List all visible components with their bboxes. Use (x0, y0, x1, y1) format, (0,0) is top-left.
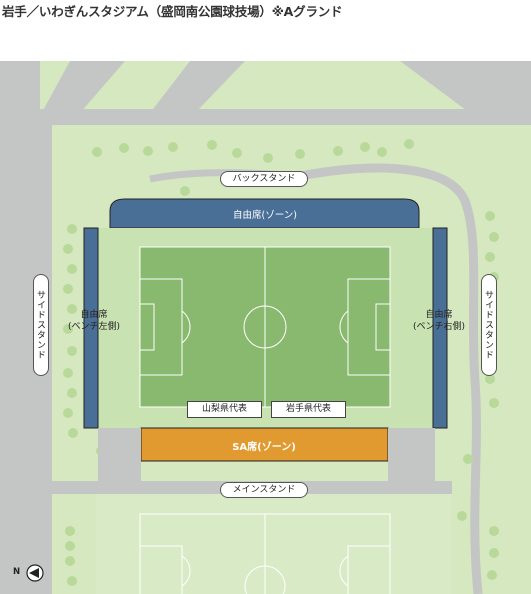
north-label: N (13, 567, 21, 577)
sa-seat-zone-label: SA席(ゾーン) (232, 442, 296, 453)
side-stand-right-label: サイドスタンド (481, 274, 497, 376)
main-stand-label: メインスタンド (220, 482, 308, 498)
road-diagonal-left (40, 61, 125, 116)
road-diagonal-center (150, 61, 245, 113)
right-free-seat-stand (432, 227, 448, 429)
free-seat-zone-top-label: 自由席(ゾーン) (233, 210, 297, 221)
free-seat-right-line1: 自由席 (425, 310, 453, 320)
side-stand-left-label: サイドスタンド (33, 274, 49, 376)
map-graphic (0, 61, 531, 594)
trees (63, 139, 499, 586)
winding-path (299, 163, 483, 594)
stadium-map: バックスタンド 自由席(ゾーン) サイドスタンド サイドスタンド 自由席 (ベン… (0, 61, 531, 594)
page-title: 岩手／いわぎんスタジアム（盛岡南公園球技場）※Aグランド (2, 4, 343, 19)
left-free-seat-stand (83, 227, 99, 429)
road-top-right (400, 61, 531, 121)
second-pitch-lines (139, 513, 391, 594)
iwate-rep-box: 岩手県代表 (271, 401, 346, 418)
free-seat-right-label: 自由席 (ベンチ右側) (397, 309, 481, 333)
free-seat-right-line2: (ベンチ右側) (412, 322, 466, 332)
free-seat-left-line2: (ベンチ左側) (67, 322, 121, 332)
free-seat-left-line1: 自由席 (80, 310, 108, 320)
yamanashi-rep-box: 山梨県代表 (187, 401, 262, 418)
north-arrow-icon (26, 564, 44, 582)
pitch-lines (139, 246, 391, 408)
back-stand-label: バックスタンド (220, 171, 308, 187)
road-top (0, 109, 531, 125)
back-stand-seating (109, 198, 420, 229)
free-seat-left-label: 自由席 (ベンチ左側) (52, 309, 136, 333)
road-top-left (0, 61, 40, 116)
